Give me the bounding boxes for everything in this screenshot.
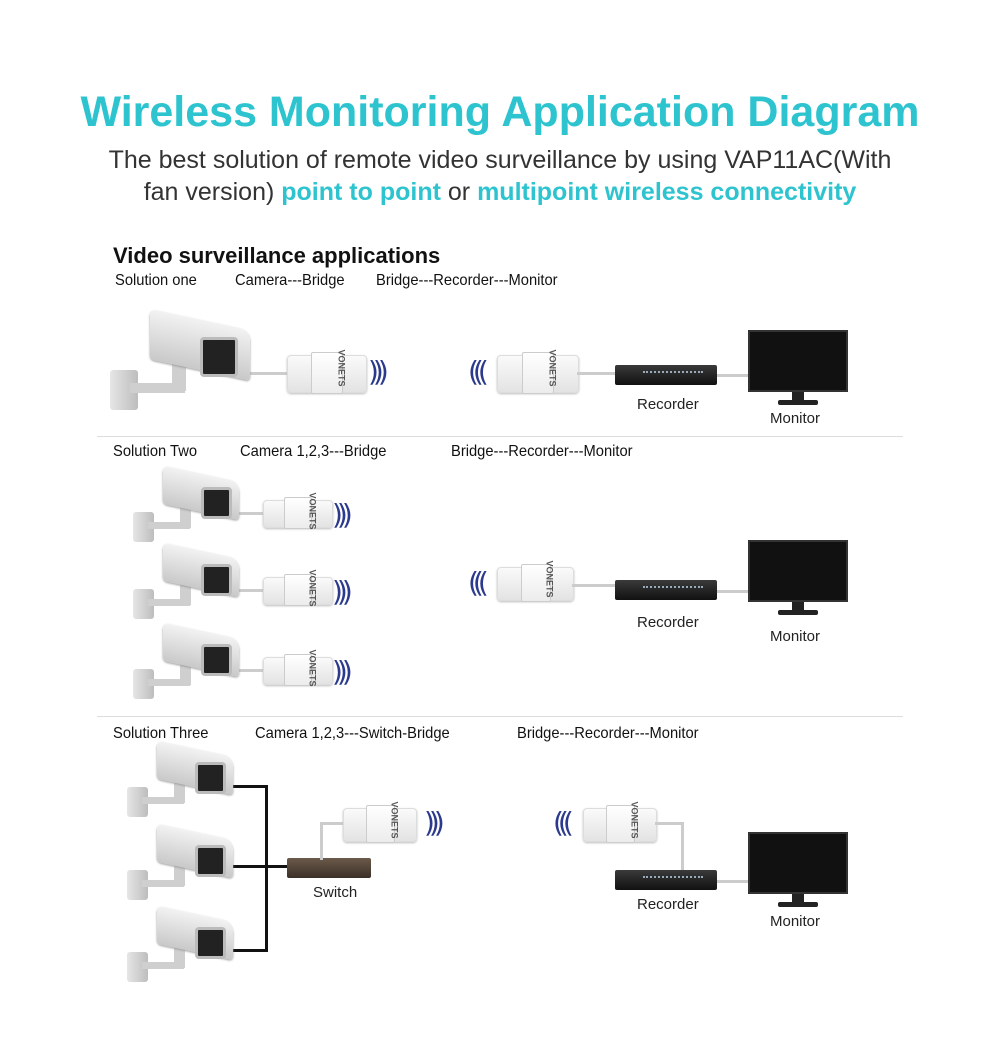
bridge-device: VONETS <box>287 349 367 394</box>
camera-icon <box>127 740 234 821</box>
switch-device <box>287 858 371 878</box>
cable <box>572 584 617 587</box>
camera-icon <box>127 823 234 904</box>
cable <box>210 785 268 788</box>
recorder-label: Recorder <box>637 896 699 913</box>
monitor-device <box>748 540 848 615</box>
cable <box>265 785 268 952</box>
monitor-label: Monitor <box>770 913 821 930</box>
wifi-signal-right-icon: ))) <box>332 498 353 531</box>
recorder-device <box>615 870 717 890</box>
solution-three-label: Solution Three <box>113 725 209 742</box>
cable <box>230 512 265 515</box>
subtitle-text: or <box>447 178 471 206</box>
camera-icon <box>127 905 234 986</box>
solution-two-right-flow: Bridge---Recorder---Monitor <box>451 443 633 460</box>
recorder-device <box>615 580 717 600</box>
bridge-device: VONETS <box>497 349 579 394</box>
highlight-point-to-point: point to point <box>281 178 441 206</box>
monitor-label: Monitor <box>770 628 821 645</box>
cable <box>245 372 290 375</box>
cable <box>210 949 268 952</box>
section-title: Video surveillance applications <box>113 243 441 268</box>
bridge-device: VONETS <box>263 649 333 686</box>
solution-one-label: Solution one <box>115 272 197 289</box>
cable <box>717 590 749 593</box>
cable <box>577 372 617 375</box>
wifi-signal-left-icon: ((( <box>468 566 489 599</box>
divider <box>97 436 903 437</box>
subtitle-line-2: fan version) point to point or multipoin… <box>0 178 1000 207</box>
bridge-device: VONETS <box>583 801 657 843</box>
wifi-signal-right-icon: ))) <box>332 655 353 688</box>
wifi-signal-right-icon: ))) <box>332 575 353 608</box>
camera-icon <box>133 465 240 546</box>
wifi-signal-right-icon: ))) <box>424 806 445 839</box>
cable <box>681 822 684 872</box>
solution-two-label: Solution Two <box>113 443 198 460</box>
wifi-signal-right-icon: ))) <box>368 355 389 388</box>
cable <box>210 865 288 868</box>
wifi-signal-left-icon: ((( <box>468 355 489 388</box>
monitor-device <box>748 330 848 405</box>
monitor-label: Monitor <box>770 410 821 427</box>
page-title: Wireless Monitoring Application Diagram <box>80 88 920 136</box>
divider <box>97 716 903 717</box>
cable <box>230 669 265 672</box>
highlight-multipoint: multipoint wireless connectivity <box>477 178 857 206</box>
recorder-device <box>615 365 717 385</box>
subtitle-line-1: The best solution of remote video survei… <box>108 146 892 174</box>
solution-one-right-flow: Bridge---Recorder---Monitor <box>376 272 558 289</box>
cable <box>717 880 749 883</box>
bridge-device: VONETS <box>343 801 417 843</box>
camera-icon <box>110 309 250 415</box>
recorder-label: Recorder <box>637 614 699 631</box>
solution-one-left-flow: Camera---Bridge <box>235 272 345 289</box>
bridge-device: VONETS <box>497 560 574 602</box>
camera-icon <box>133 542 240 623</box>
cable <box>230 589 265 592</box>
bridge-device: VONETS <box>263 569 333 606</box>
cable <box>320 822 323 860</box>
recorder-label: Recorder <box>637 396 699 413</box>
solution-two-left-flow: Camera 1,2,3---Bridge <box>240 443 387 460</box>
cable <box>717 374 749 377</box>
bridge-device: VONETS <box>263 492 333 529</box>
switch-label: Switch <box>313 884 358 901</box>
solution-three-left-flow: Camera 1,2,3---Switch-Bridge <box>255 725 450 742</box>
monitor-device <box>748 832 848 907</box>
camera-icon <box>133 622 240 703</box>
solution-three-right-flow: Bridge---Recorder---Monitor <box>517 725 699 742</box>
subtitle-text: fan version) <box>143 178 275 206</box>
wifi-signal-left-icon: ((( <box>553 806 574 839</box>
cable <box>655 822 683 825</box>
cable <box>320 822 345 825</box>
